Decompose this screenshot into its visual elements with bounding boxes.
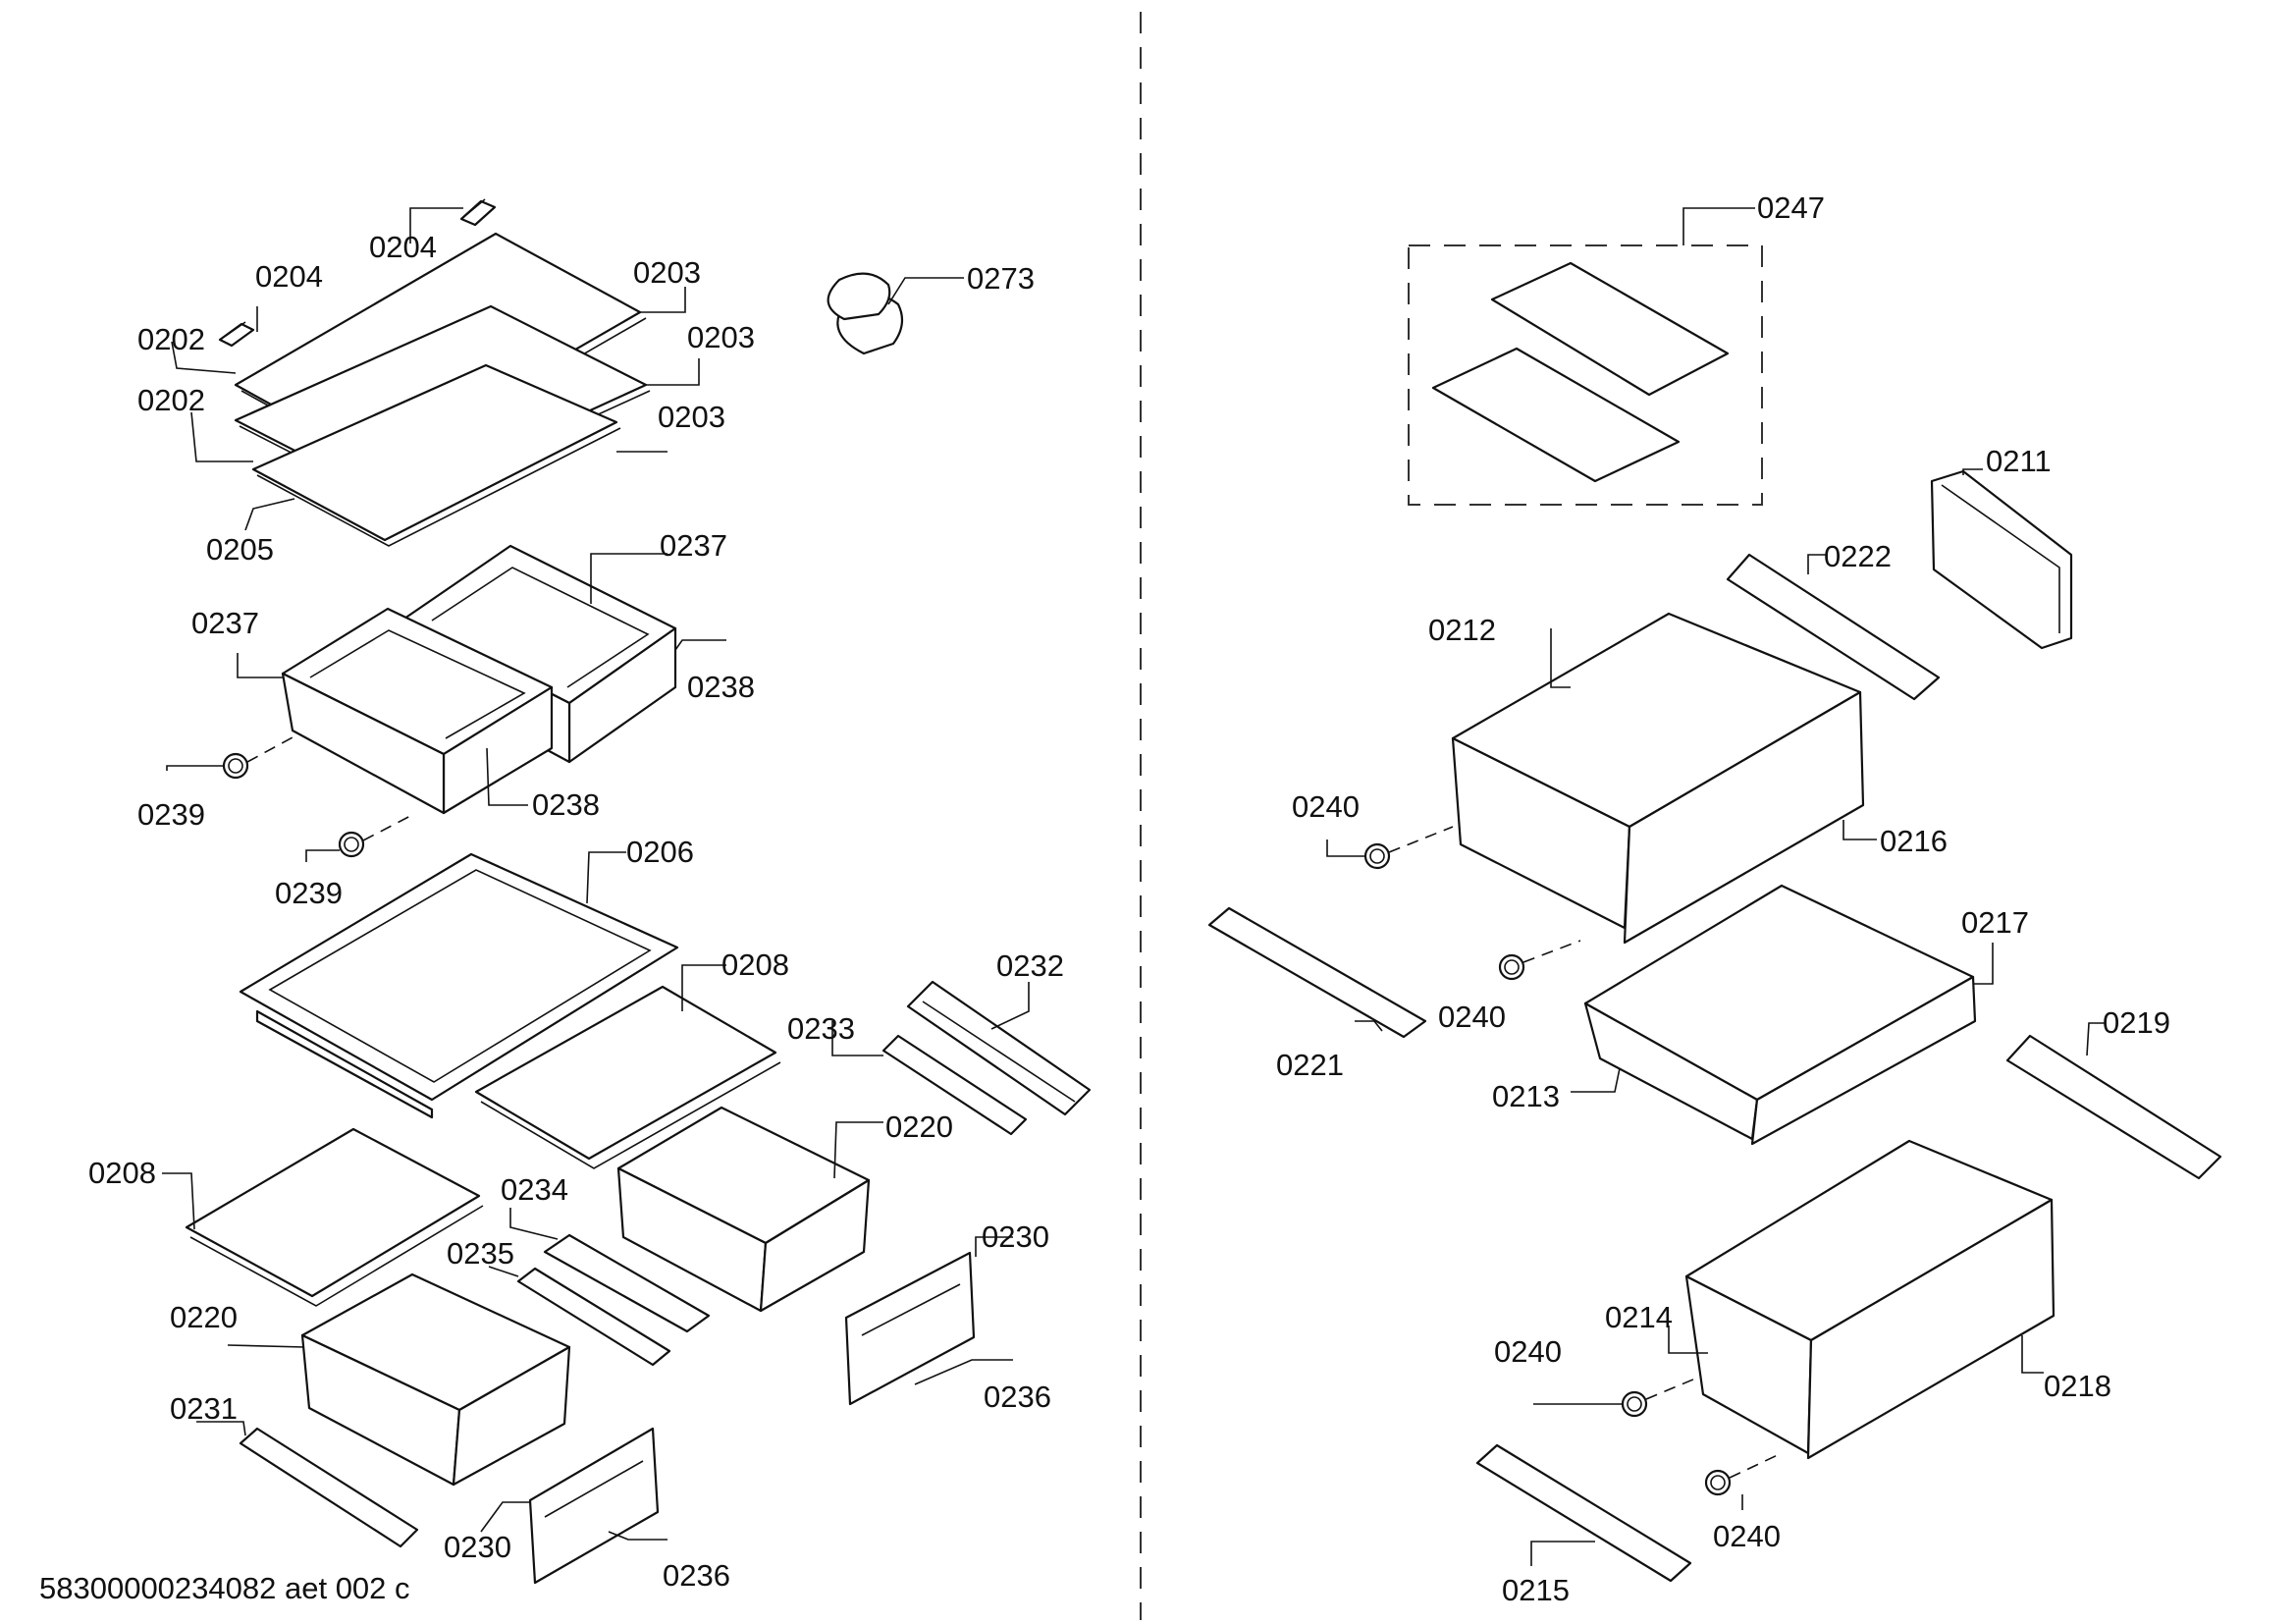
part-front-panel-lower xyxy=(528,1427,660,1585)
part-glass-shelf-bottom xyxy=(251,363,621,547)
label-0239a: 0239 xyxy=(137,797,205,832)
label-0238b: 0238 xyxy=(532,787,600,822)
label-0217: 0217 xyxy=(1961,905,2029,940)
part-rail-0235 xyxy=(516,1267,671,1367)
part-drawer-0220-lower xyxy=(300,1272,571,1487)
part-freezer-tray xyxy=(1583,884,1977,1146)
label-0208b: 0208 xyxy=(88,1156,156,1190)
label-0206: 0206 xyxy=(626,835,694,869)
label-0220b: 0220 xyxy=(170,1300,238,1334)
label-0208a: 0208 xyxy=(721,947,789,982)
label-0232: 0232 xyxy=(996,948,1064,983)
label-0236a: 0236 xyxy=(984,1380,1051,1414)
label-0211: 0211 xyxy=(1986,444,2052,478)
label-0202b: 0202 xyxy=(137,383,205,417)
label-0216: 0216 xyxy=(1880,824,1948,858)
part-knob-upper xyxy=(222,735,295,780)
label-0215: 0215 xyxy=(1502,1573,1570,1607)
label-0212: 0212 xyxy=(1428,613,1496,647)
label-0205: 0205 xyxy=(206,532,274,567)
part-rail-0219 xyxy=(2005,1034,2222,1180)
label-0203a: 0203 xyxy=(633,255,701,290)
part-rail-0234 xyxy=(543,1233,711,1333)
part-rail-0222 xyxy=(1726,553,1941,701)
part-rail-0215 xyxy=(1475,1443,1692,1583)
label-0240d: 0240 xyxy=(1713,1519,1781,1553)
part-crisper-bin-left xyxy=(281,607,554,815)
label-0220a: 0220 xyxy=(885,1110,953,1144)
label-0221: 0221 xyxy=(1276,1048,1344,1082)
label-0236b: 0236 xyxy=(663,1558,730,1593)
part-knob-0240-a xyxy=(1363,826,1454,870)
label-0237b: 0237 xyxy=(191,606,259,640)
part-rail-0232 xyxy=(906,980,1092,1116)
part-drawer-0220-upper xyxy=(616,1106,871,1313)
label-0238a: 0238 xyxy=(687,670,755,704)
part-cover-plate-left xyxy=(185,1127,484,1307)
part-knob-lower xyxy=(338,814,413,858)
part-shelf-frame xyxy=(239,852,679,1119)
part-knob-0240-b xyxy=(1498,940,1581,981)
label-0247: 0247 xyxy=(1757,190,1825,225)
part-rail-0231 xyxy=(239,1427,419,1548)
label-0203b: 0203 xyxy=(687,320,755,354)
label-0233: 0233 xyxy=(787,1011,855,1046)
part-freezer-drawer-upper xyxy=(1451,612,1865,945)
part-clip-pair xyxy=(827,272,904,355)
label-0273: 0273 xyxy=(967,261,1035,296)
part-freezer-drawer-lower xyxy=(1684,1139,2056,1460)
part-rail-0233 xyxy=(881,1034,1028,1136)
label-0239b: 0239 xyxy=(275,876,343,910)
label-0235: 0235 xyxy=(447,1236,514,1271)
label-0214: 0214 xyxy=(1605,1300,1673,1334)
label-0240c: 0240 xyxy=(1494,1334,1562,1369)
part-knob-0240-c xyxy=(1621,1376,1701,1418)
label-0222: 0222 xyxy=(1824,539,1892,573)
label-0202a: 0202 xyxy=(137,322,205,356)
label-0240a: 0240 xyxy=(1292,789,1360,824)
part-knob-0240-d xyxy=(1704,1452,1783,1496)
label-0213: 0213 xyxy=(1492,1079,1560,1113)
label-0237a: 0237 xyxy=(660,528,727,563)
part-cover-plate-right xyxy=(474,985,781,1169)
label-0230a: 0230 xyxy=(982,1219,1049,1254)
part-divider-panel xyxy=(1930,469,2073,650)
label-0219: 0219 xyxy=(2103,1005,2170,1040)
leader-lines xyxy=(162,207,2106,1566)
label-0204b: 0204 xyxy=(255,259,323,294)
label-0234: 0234 xyxy=(501,1172,568,1207)
part-end-cap-lower xyxy=(218,321,255,348)
label-0203c: 0203 xyxy=(658,400,725,434)
label-0218: 0218 xyxy=(2044,1369,2111,1403)
part-front-panel-upper xyxy=(844,1251,976,1406)
label-0204a: 0204 xyxy=(369,230,437,264)
footer-code: 58300000234082 aet 002 c xyxy=(39,1571,410,1605)
part-end-cap-upper xyxy=(459,198,497,227)
label-0230b: 0230 xyxy=(444,1530,511,1564)
label-0240b: 0240 xyxy=(1438,1000,1506,1034)
part-egg-tray-group xyxy=(1408,244,1763,506)
label-0231: 0231 xyxy=(170,1391,238,1426)
part-labels: 0204 0204 0202 0202 0203 0203 0203 0205 … xyxy=(39,190,2170,1607)
part-rail-0221 xyxy=(1207,906,1427,1039)
